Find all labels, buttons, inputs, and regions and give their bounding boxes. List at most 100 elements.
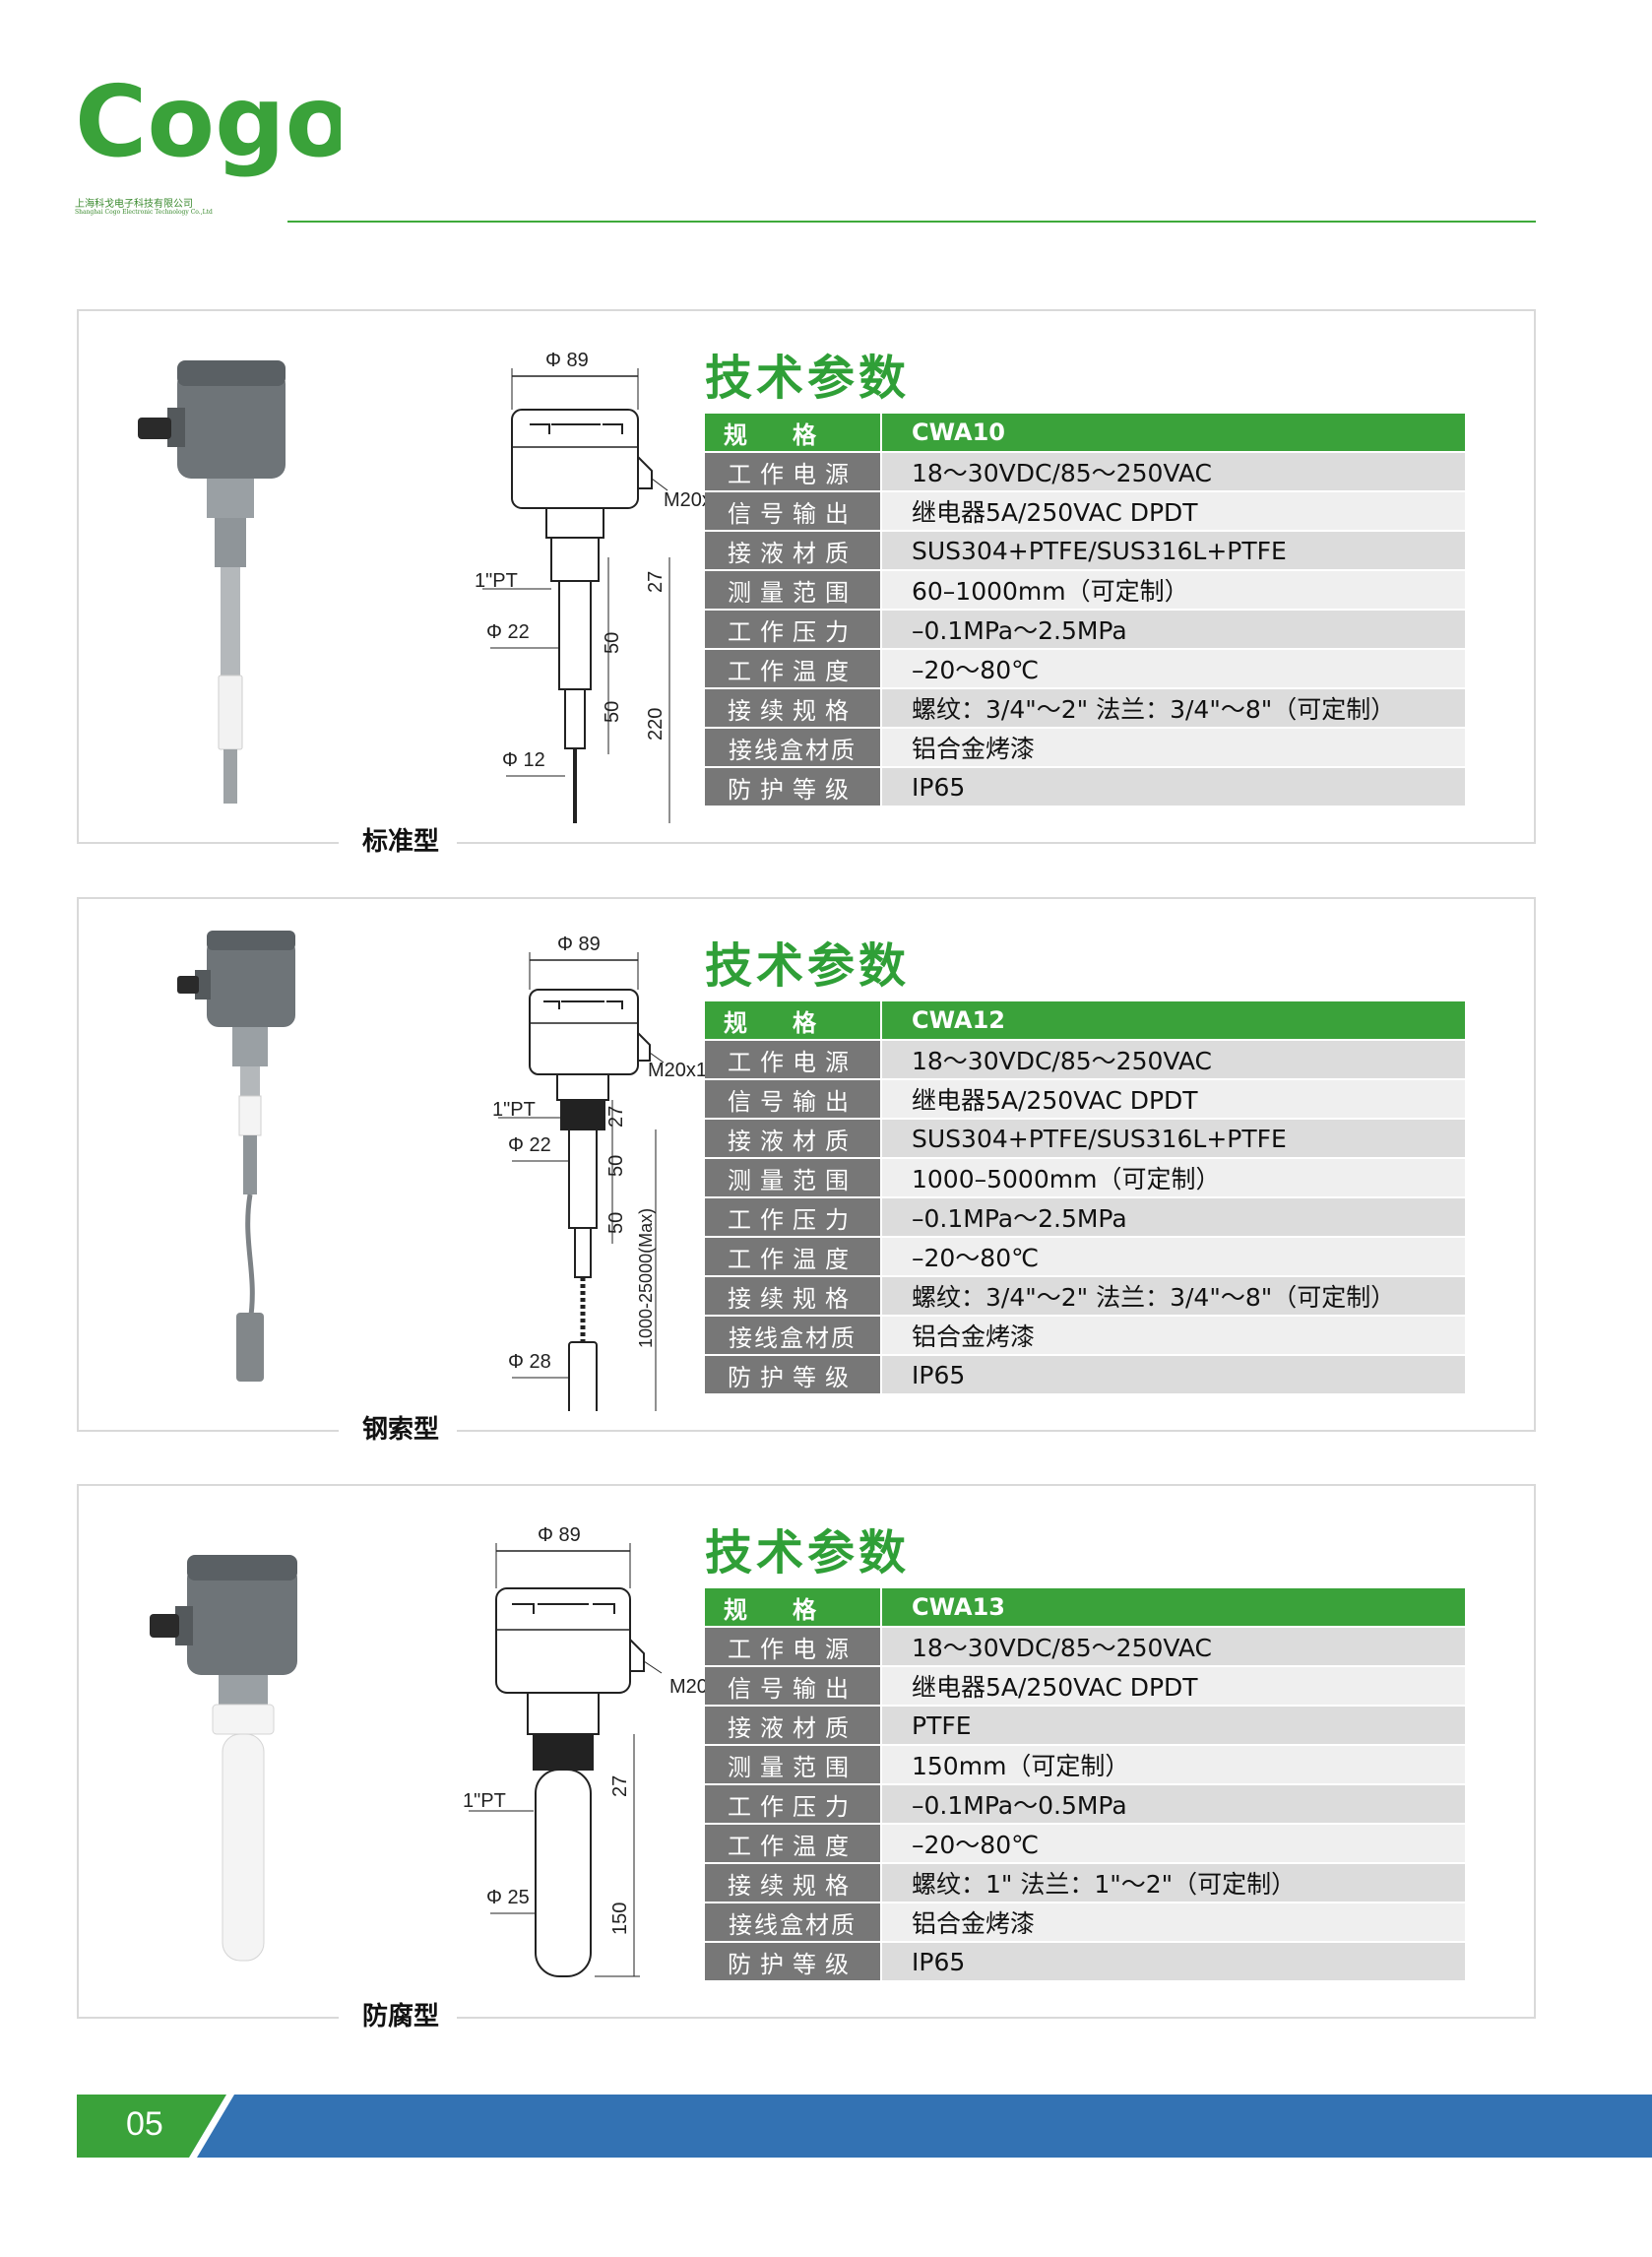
spec-value: IP65 (880, 1943, 1465, 1982)
spec-value: 铝合金烤漆 (880, 729, 1465, 768)
spec-value: –20～80℃ (880, 650, 1465, 689)
product-panel-anticorrosion: Φ 89 M20x1.5 1"PT Φ 25 27 150 技术参数 规格CWA… (77, 1484, 1536, 2032)
table-row: 接线盒材质铝合金烤漆 (705, 729, 1465, 768)
spec-label: 接液材质 (705, 1707, 880, 1746)
dim-27: 27 (605, 1106, 627, 1128)
spec-value: 18～30VDC/85～250VAC (880, 453, 1465, 492)
table-row: 工作温度–20～80℃ (705, 1238, 1465, 1277)
dimension-drawing-standard: Φ 89 M20x1.5 1"PT Φ 22 Φ 12 27 50 50 220 (475, 350, 739, 823)
spec-label: 接线盒材质 (705, 729, 880, 768)
spec-value: –20～80℃ (880, 1238, 1465, 1277)
spec-value: 铝合金烤漆 (880, 1903, 1465, 1943)
dim-head-diameter: Φ 89 (557, 934, 601, 955)
table-row: 接续规格螺纹：1" 法兰：1"～2"（可定制） (705, 1864, 1465, 1903)
spec-value: 螺纹：3/4"～2" 法兰：3/4"～8"（可定制） (880, 1277, 1465, 1317)
spec-value: 18～30VDC/85～250VAC (880, 1628, 1465, 1667)
spec-label: 工作电源 (705, 1628, 880, 1667)
spec-label: 测量范围 (705, 571, 880, 611)
dim-end-diameter: Φ 12 (502, 749, 545, 771)
spec-label: 测量范围 (705, 1159, 880, 1198)
dim-pt: 1"PT (463, 1790, 506, 1812)
spec-label: 测量范围 (705, 1746, 880, 1785)
brand-name: Cogo (75, 79, 341, 179)
dim-head-diameter: Φ 89 (545, 350, 589, 371)
spec-label: 接线盒材质 (705, 1317, 880, 1356)
spec-label: 接续规格 (705, 1277, 880, 1317)
product-photo-cable (177, 931, 295, 1382)
spec-value: 18～30VDC/85～250VAC (880, 1041, 1465, 1080)
dim-27: 27 (645, 571, 667, 593)
spec-label: 工作压力 (705, 1785, 880, 1825)
dim-total: 220 (645, 708, 667, 741)
spec-value: 继电器5A/250VAC DPDT (880, 492, 1465, 532)
spec-label: 接续规格 (705, 1864, 880, 1903)
spec-value: SUS304+PTFE/SUS316L+PTFE (880, 1120, 1465, 1159)
spec-value: 1000–5000mm（可定制） (880, 1159, 1465, 1198)
spec-title: 技术参数 (705, 1525, 911, 1580)
spec-label: 工作压力 (705, 611, 880, 650)
dim-pt: 1"PT (492, 1099, 536, 1121)
spec-label: 接液材质 (705, 1120, 880, 1159)
spec-label: 工作压力 (705, 1198, 880, 1238)
table-row: 工作温度–20～80℃ (705, 650, 1465, 689)
table-row: 接续规格螺纹：3/4"～2" 法兰：3/4"～8"（可定制） (705, 1277, 1465, 1317)
spec-label: 接续规格 (705, 689, 880, 729)
dim-50a: 50 (602, 632, 623, 654)
table-row: 信号输出继电器5A/250VAC DPDT (705, 1667, 1465, 1707)
spec-title: 技术参数 (705, 351, 911, 406)
spec-value: 继电器5A/250VAC DPDT (880, 1080, 1465, 1120)
spec-label: 信号输出 (705, 1667, 880, 1707)
spec-value: IP65 (880, 1356, 1465, 1395)
spec-value: CWA10 (880, 414, 1465, 453)
spec-value: 150mm（可定制） (880, 1746, 1465, 1785)
table-row: 信号输出继电器5A/250VAC DPDT (705, 1080, 1465, 1120)
product-photo-anticorrosion (150, 1555, 297, 1962)
variant-label: 防腐型 (339, 1996, 458, 2032)
dim-150: 150 (609, 1902, 631, 1935)
table-row: 信号输出继电器5A/250VAC DPDT (705, 492, 1465, 532)
spec-label: 信号输出 (705, 492, 880, 532)
dim-50b: 50 (605, 1212, 627, 1234)
company-name-cn: 上海科戈电子科技有限公司 (75, 199, 193, 210)
spec-label: 防护等级 (705, 768, 880, 807)
spec-value: –20～80℃ (880, 1825, 1465, 1864)
dim-total: 1000-25000(Max) (636, 1208, 656, 1348)
spec-value: 螺纹：3/4"～2" 法兰：3/4"～8"（可定制） (880, 689, 1465, 729)
dimension-drawing-cable: Φ 89 M20x1.5 1"PT Φ 22 Φ 28 27 50 50 100… (492, 934, 724, 1411)
footer-bar (187, 2095, 1652, 2158)
spec-value: 60–1000mm（可定制） (880, 571, 1465, 611)
spec-label: 工作温度 (705, 1825, 880, 1864)
product-panel-standard: Φ 89 M20x1.5 1"PT Φ 22 Φ 12 27 50 50 220… (77, 309, 1536, 858)
company-logo: Cogo 上海科戈电子科技有限公司 Shanghai Cogo Electron… (75, 79, 341, 226)
spec-value: CWA13 (880, 1588, 1465, 1628)
spec-label: 规格 (705, 414, 880, 453)
cogo-logo-mark: Cogo (75, 79, 341, 179)
spec-value: 螺纹：1" 法兰：1"～2"（可定制） (880, 1864, 1465, 1903)
dim-27: 27 (609, 1775, 631, 1797)
dim-thread: M20x1.5 (648, 1060, 724, 1081)
spec-value: SUS304+PTFE/SUS316L+PTFE (880, 532, 1465, 571)
footer-page-tab (77, 2095, 234, 2158)
spec-label: 工作温度 (705, 650, 880, 689)
spec-label: 信号输出 (705, 1080, 880, 1120)
spec-value: CWA12 (880, 1001, 1465, 1041)
product-photo-standard (138, 360, 286, 804)
spec-label: 工作电源 (705, 1041, 880, 1080)
variant-label: 钢索型 (339, 1409, 458, 1446)
company-name-en: Shanghai Cogo Electronic Technology Co.,… (75, 209, 213, 216)
spec-label: 防护等级 (705, 1943, 880, 1982)
spec-value: –0.1MPa～2.5MPa (880, 611, 1465, 650)
spec-value: IP65 (880, 768, 1465, 807)
